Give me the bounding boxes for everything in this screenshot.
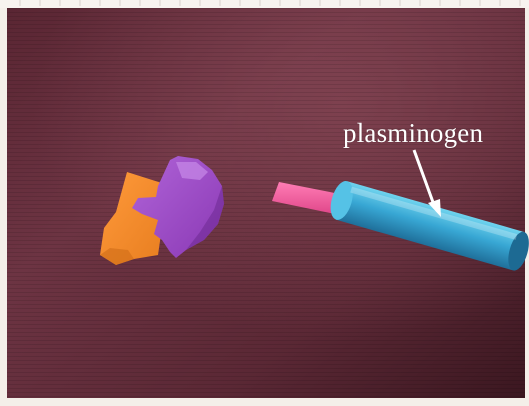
- edge-bottom: [0, 398, 529, 406]
- top-strip: [0, 0, 529, 8]
- edge-right: [525, 8, 529, 406]
- scanlines: [7, 8, 525, 398]
- plasminogen-label: plasminogen: [343, 118, 483, 149]
- edge-left: [0, 8, 7, 406]
